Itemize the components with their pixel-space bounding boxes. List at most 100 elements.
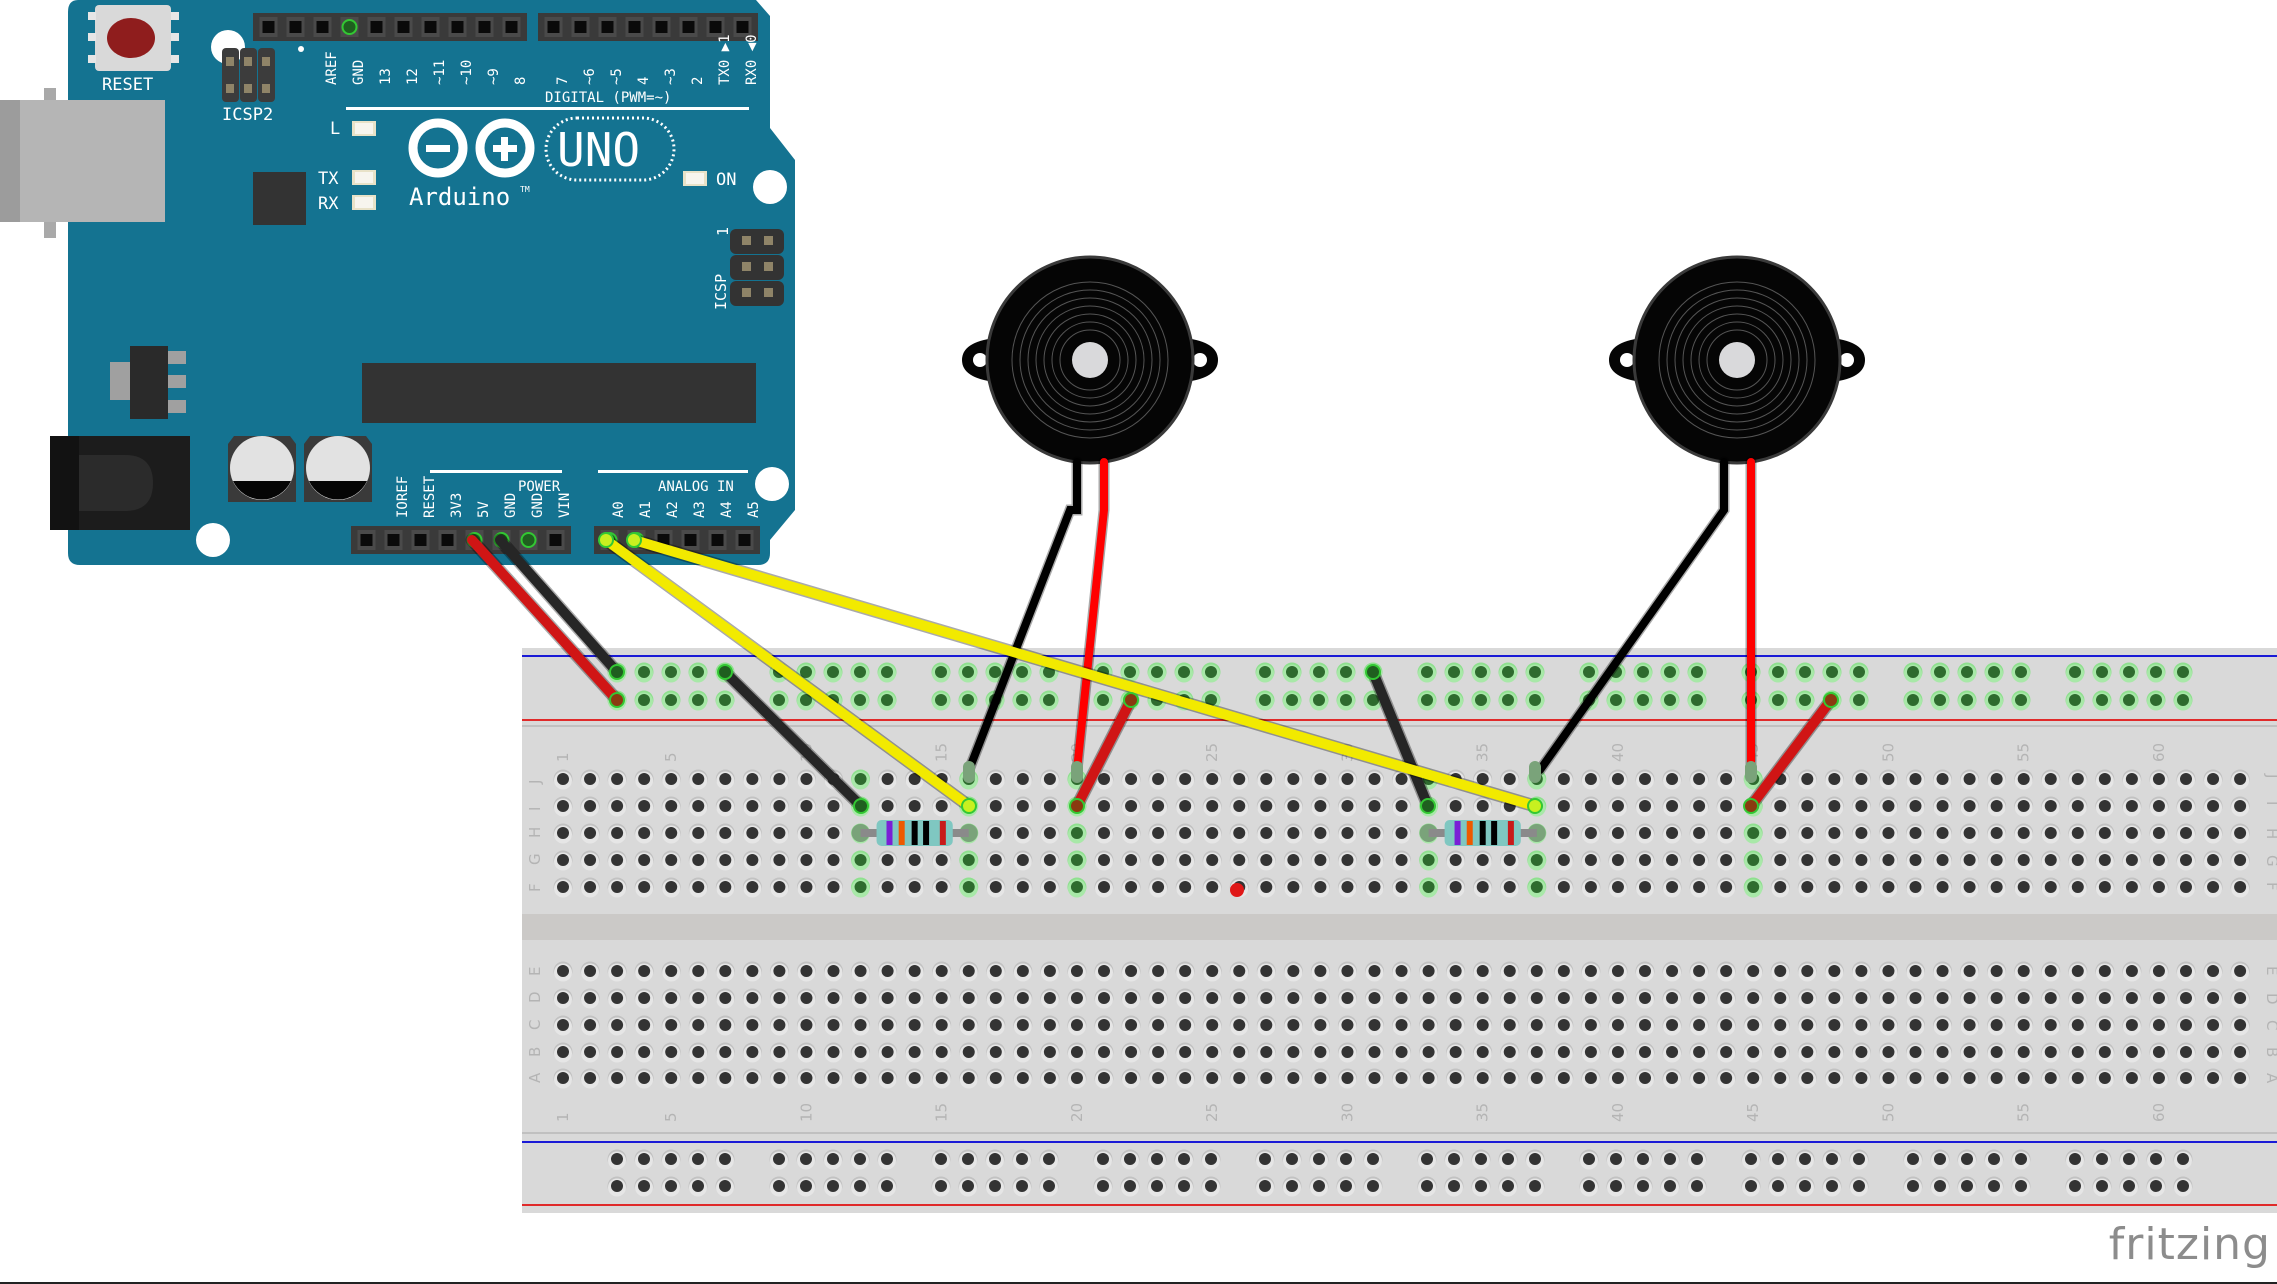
breadboard-hole-E47[interactable] [1797,961,1817,982]
breadboard-hole-F17[interactable] [986,877,1006,898]
breadboard-hole-J44[interactable] [1716,769,1736,790]
breadboard-hole-G15[interactable] [932,850,952,871]
breadboard-hole-C53[interactable] [1960,1015,1980,1036]
digital-header-right-pin[interactable] [544,17,563,37]
breadboard-hole-H2[interactable] [580,823,600,844]
breadboard-hole-I11[interactable] [824,796,843,817]
breadboard-hole-G21[interactable] [1094,850,1114,871]
breadboard-hole-E7[interactable] [715,961,735,982]
breadboard-hole-A18[interactable] [1013,1068,1033,1089]
buzzer1-red-lead[interactable] [1071,456,1110,776]
breadboard-hole-A35[interactable] [1473,1068,1493,1089]
breadboard-hole-H54[interactable] [1987,823,2007,844]
breadboard-hole-J27[interactable] [1256,769,1276,790]
breadboard-hole-E45[interactable] [1743,961,1763,982]
breadboard-hole-B26[interactable] [1229,1042,1249,1063]
bottom-rail-hole[interactable] [1201,1149,1221,1170]
breadboard-hole-G53[interactable] [1960,850,1980,871]
bottom-rail-hole[interactable] [1012,1149,1032,1170]
breadboard-hole-H38[interactable] [1554,823,1574,844]
bottom-rail-hole[interactable] [1471,1149,1491,1170]
breadboard-hole-H1[interactable] [553,823,573,844]
breadboard-hole-D53[interactable] [1960,988,1980,1009]
breadboard-hole-B58[interactable] [2095,1042,2115,1063]
top-rail-hole[interactable] [1417,690,1437,711]
top-rail-hole[interactable] [1498,690,1518,711]
breadboard-hole-A57[interactable] [2068,1068,2088,1089]
breadboard-hole-C63[interactable] [2230,1015,2250,1036]
breadboard-hole-J3[interactable] [607,769,627,790]
breadboard-hole-B31[interactable] [1365,1042,1384,1063]
breadboard-hole-G50[interactable] [1878,850,1898,871]
breadboard-hole-F14[interactable] [905,877,925,898]
breadboard-hole-E32[interactable] [1392,961,1412,982]
breadboard-hole-A51[interactable] [1906,1068,1925,1089]
bottom-rail-hole[interactable] [1363,1149,1383,1170]
breadboard-hole-J54[interactable] [1987,769,2007,790]
breadboard-hole-D40[interactable] [1608,988,1628,1009]
breadboard-hole-D20[interactable] [1067,988,1087,1009]
power-header-pin[interactable] [438,530,457,550]
breadboard-hole-C35[interactable] [1473,1015,1493,1036]
breadboard-hole-A54[interactable] [1987,1068,2007,1089]
breadboard-hole-I62[interactable] [2203,796,2223,817]
breadboard-hole-F34[interactable] [1446,877,1466,898]
breadboard-hole-G43[interactable] [1689,850,1709,871]
breadboard-hole-B3[interactable] [607,1042,627,1063]
breadboard-hole-H23[interactable] [1148,823,1168,844]
breadboard-hole-B60[interactable] [2149,1042,2169,1063]
bottom-rail-hole[interactable] [1633,1149,1653,1170]
breadboard-hole-H18[interactable] [1013,823,1033,844]
breadboard-hole-J24[interactable] [1175,769,1195,790]
breadboard-hole-C21[interactable] [1094,1015,1114,1036]
breadboard-hole-B38[interactable] [1554,1042,1574,1063]
breadboard-hole-A22[interactable] [1121,1068,1141,1089]
breadboard-hole-J31[interactable] [1365,769,1384,790]
breadboard-hole-J35[interactable] [1473,769,1493,790]
bottom-rail-hole[interactable] [2146,1176,2166,1197]
breadboard-hole-E27[interactable] [1256,961,1276,982]
breadboard-hole-A30[interactable] [1337,1068,1357,1089]
breadboard-hole-H21[interactable] [1094,823,1114,844]
bottom-rail-hole[interactable] [931,1149,951,1170]
breadboard-hole-F18[interactable] [1013,877,1033,898]
breadboard-hole-B37[interactable] [1527,1042,1547,1063]
top-rail-hole[interactable] [877,690,897,711]
breadboard-hole-A10[interactable] [796,1068,816,1089]
breadboard-hole-I1[interactable] [553,796,573,817]
top-rail-hole[interactable] [1201,662,1221,683]
bottom-rail-hole[interactable] [1741,1149,1761,1170]
breadboard-hole-G33[interactable] [1419,850,1439,871]
bottom-rail-hole[interactable] [2065,1149,2085,1170]
breadboard-hole-D4[interactable] [634,988,654,1009]
breadboard-hole-F50[interactable] [1878,877,1898,898]
breadboard-hole-G3[interactable] [607,850,627,871]
breadboard-hole-D32[interactable] [1392,988,1412,1009]
breadboard-hole-D7[interactable] [715,988,735,1009]
breadboard-hole-J7[interactable] [715,769,735,790]
digital-header-left-pin[interactable] [394,17,413,37]
breadboard-hole-F5[interactable] [661,877,681,898]
breadboard-hole-D34[interactable] [1446,988,1466,1009]
breadboard-hole-G45[interactable] [1743,850,1763,871]
bottom-rail-hole[interactable] [1471,1176,1491,1197]
breadboard-hole-F44[interactable] [1716,877,1736,898]
breadboard-hole-A26[interactable] [1229,1068,1249,1089]
breadboard-hole-A16[interactable] [959,1068,979,1089]
bottom-rail-hole[interactable] [1525,1176,1545,1197]
bottom-rail-hole[interactable] [1579,1176,1599,1197]
breadboard-hole-D44[interactable] [1716,988,1736,1009]
breadboard-hole-C42[interactable] [1662,1015,1682,1036]
bottom-rail-hole[interactable] [823,1149,843,1170]
breadboard-hole-J21[interactable] [1094,769,1114,790]
top-rail-hole[interactable] [634,662,654,683]
breadboard-hole-C5[interactable] [661,1015,681,1036]
breadboard-hole-A4[interactable] [634,1068,654,1089]
breadboard-hole-J19[interactable] [1040,769,1060,790]
breadboard-hole-F60[interactable] [2149,877,2169,898]
bottom-rail-hole[interactable] [1309,1176,1329,1197]
bottom-rail-hole[interactable] [1417,1149,1437,1170]
breadboard-hole-B28[interactable] [1283,1042,1303,1063]
breadboard-hole-I4[interactable] [634,796,654,817]
top-rail-hole[interactable] [1147,662,1167,683]
